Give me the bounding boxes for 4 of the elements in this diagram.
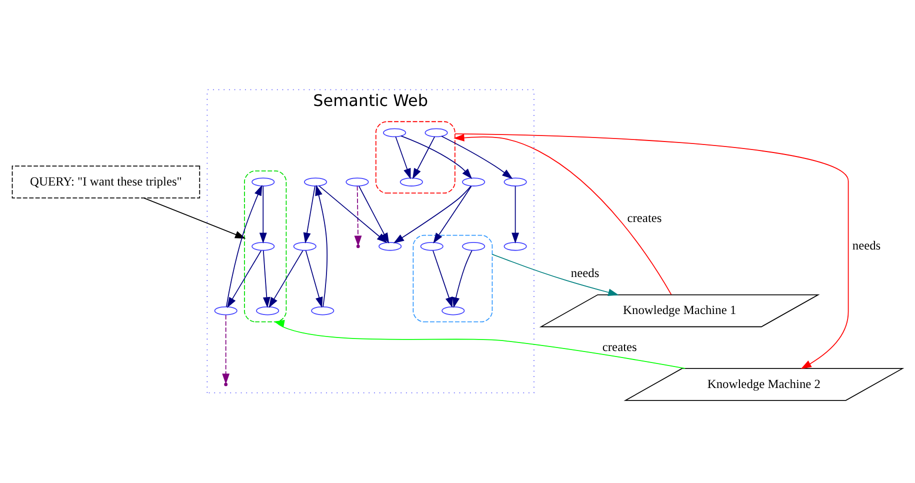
edge-label: creates [627,211,662,226]
edge-label: needs [852,238,881,253]
edge-label: needs [570,266,600,280]
edge-label: creates [602,340,637,354]
